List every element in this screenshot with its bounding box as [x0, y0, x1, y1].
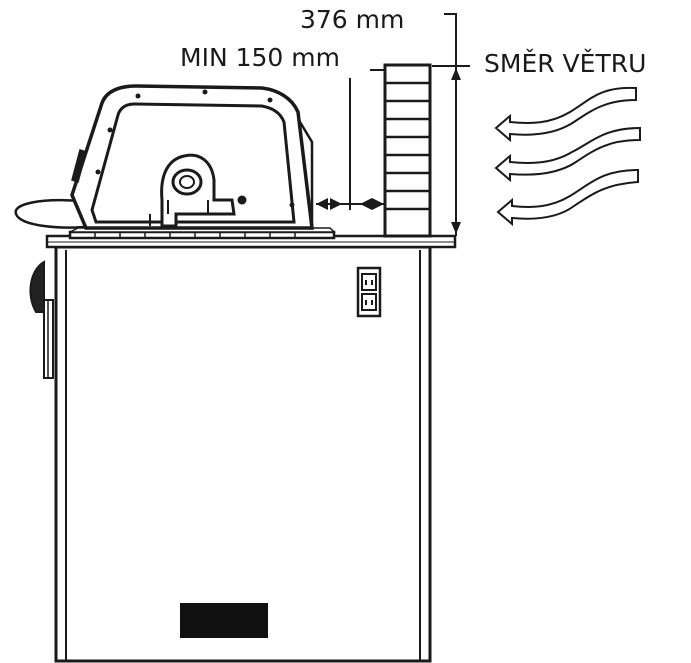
min-distance-dimension — [316, 69, 384, 210]
windbreak — [383, 63, 432, 238]
windbreak-height-label: 376 mm — [300, 5, 405, 34]
height-dimension — [432, 13, 470, 236]
grill — [68, 84, 336, 240]
wind-direction-label: SMĚR VĚTRU — [484, 49, 647, 78]
power-outlet-icon — [356, 266, 382, 318]
min-distance-label: MIN 150 mm — [180, 43, 340, 72]
wind-arrows-icon — [494, 86, 641, 227]
cart-side-handle — [29, 260, 54, 379]
cabinet-label-plate — [180, 603, 268, 638]
